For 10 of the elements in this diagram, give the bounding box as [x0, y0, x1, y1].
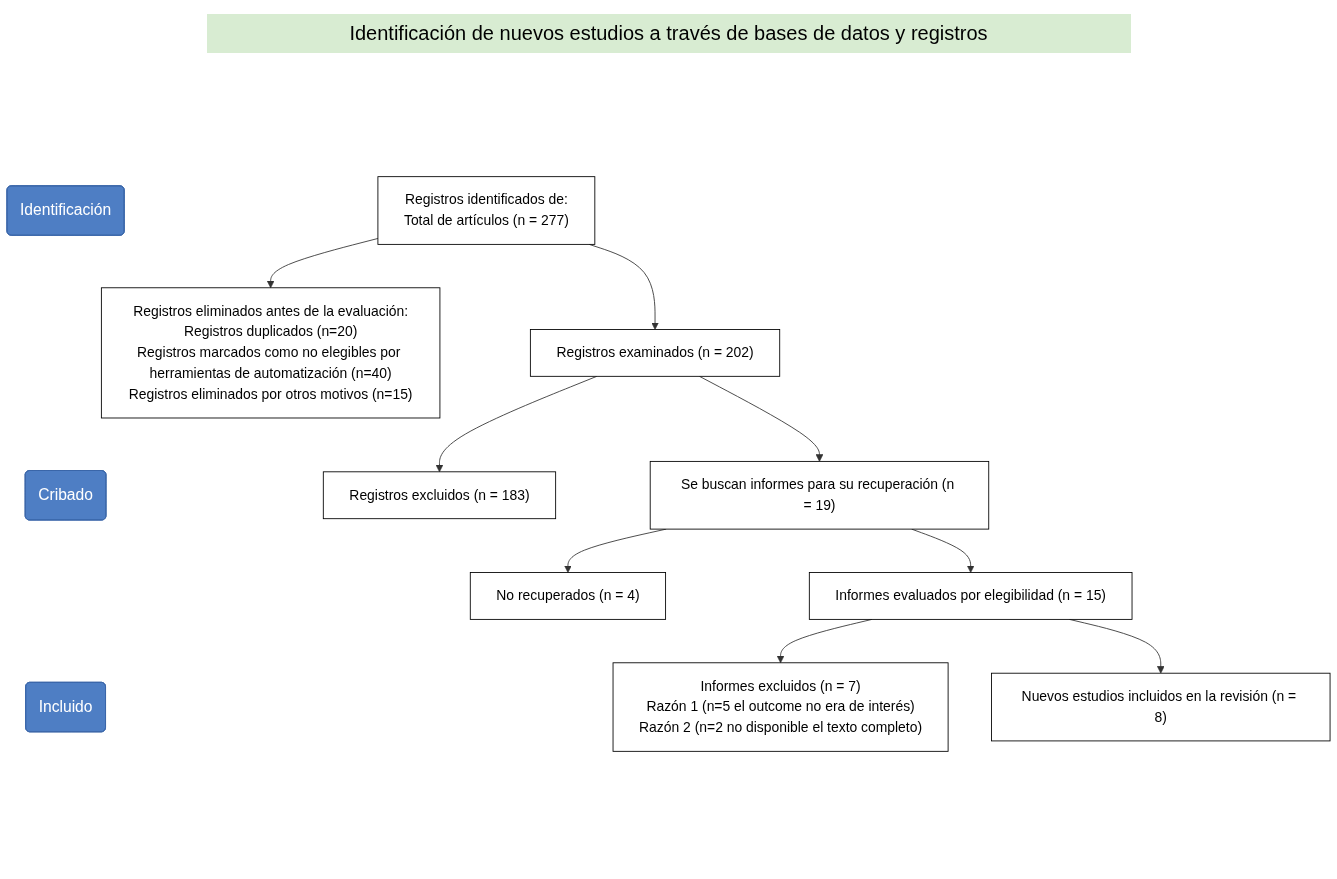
node-box: Informes evaluados por elegibilidad (n = 15) [808, 572, 1133, 620]
node-box: Registros eliminados antes de la evaluación: Registros duplicados (n=20) Registros marcados como no elegibles por herramientas de automatización (n=40) Registros eliminados por otros motivos (n=15) [100, 287, 441, 419]
node-box: No recuperados (n = 4) [469, 572, 667, 620]
title-banner: Identificación de nuevos estudios a través de bases de datos y registros [206, 14, 1131, 53]
node-box: Nuevos estudios incluidos en la revisión (n = 8) [991, 672, 1331, 742]
node-box: Informes excluidos (n = 7) Razón 1 (n=5 el outcome no era de interés) Razón 2 (n=2 no disponible el texto completo) [612, 662, 949, 752]
node-box: Registros identificados de: Total de artículos (n = 277) [377, 176, 596, 245]
node-box: Se buscan informes para su recuperación (n = 19) [649, 460, 990, 530]
node-box: Registros examinados (n = 202) [529, 329, 781, 377]
node-box: Registros excluidos (n = 183) [322, 471, 557, 520]
